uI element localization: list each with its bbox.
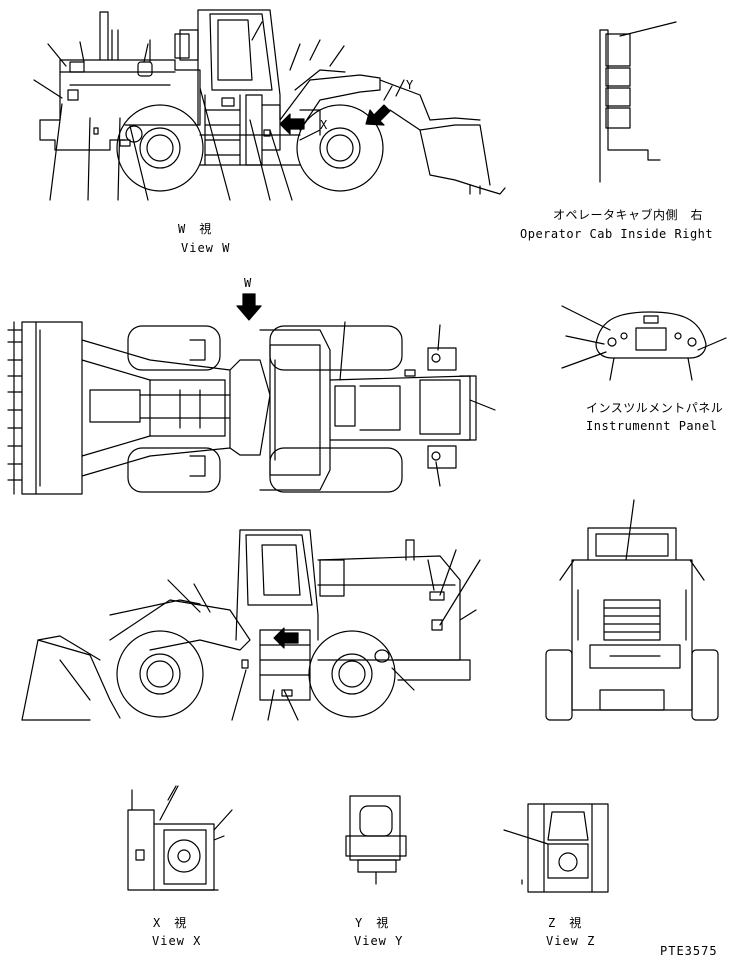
view-letter-y: Y — [406, 78, 415, 92]
view-y-jp-label: Y 視 — [355, 916, 390, 930]
drawing-number: PTE3575 — [660, 944, 718, 958]
view-w-jp-label: W 視 — [178, 222, 213, 236]
view-w-label: View W — [181, 241, 231, 255]
plan-view-drawing — [7, 293, 496, 495]
view-y-label: View Y — [354, 934, 404, 948]
view-z-jp-label: Z 視 — [548, 916, 583, 930]
left-side-view-drawing — [21, 529, 481, 721]
instrument-panel-drawing — [561, 305, 727, 381]
cab-inside-label: Operator Cab Inside Right — [520, 227, 714, 241]
instrument-panel-jp-label: インスツルメントパネル — [586, 401, 724, 415]
cab-inside-right-drawing — [599, 21, 677, 183]
cab-inside-jp-label: オペレータキャブ内側 右 — [553, 208, 704, 222]
view-x-label: View X — [152, 934, 202, 948]
view-z-label: View Z — [546, 934, 596, 948]
view-y-drawing — [345, 795, 407, 885]
view-letter-x-top: X — [320, 118, 329, 132]
instrument-panel-label: Instrumennt Panel — [586, 419, 718, 433]
view-x-jp-label: X 視 — [153, 916, 188, 930]
view-z-drawing — [503, 803, 609, 893]
view-w-side-drawing — [33, 9, 506, 201]
arrow-w-label: W — [244, 276, 253, 290]
rear-view-drawing — [545, 499, 719, 721]
view-x-drawing — [127, 785, 233, 891]
